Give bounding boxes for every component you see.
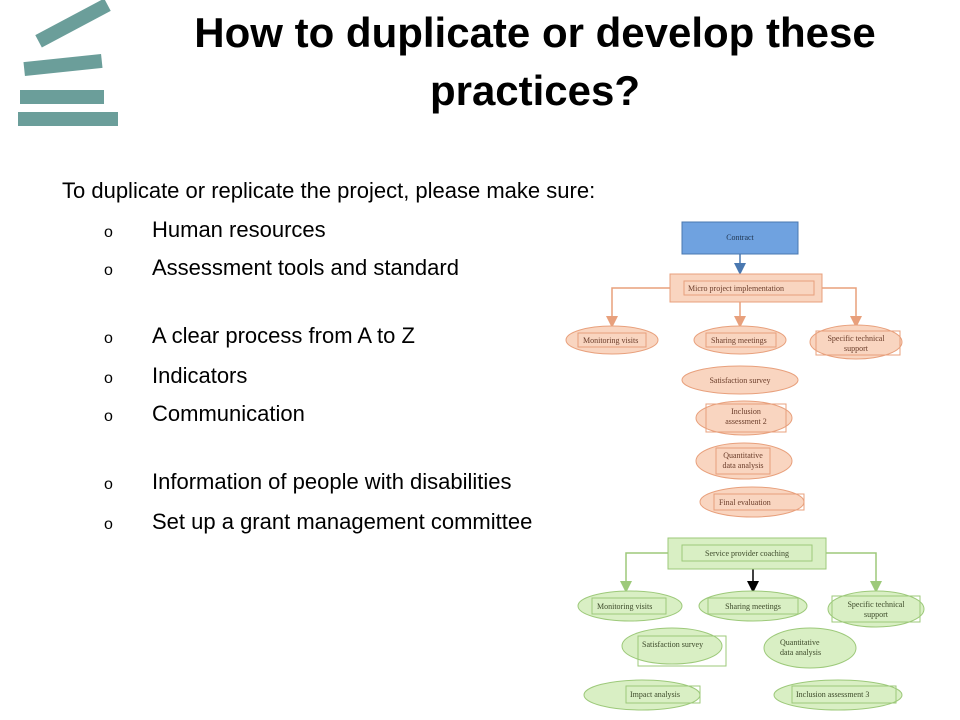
intro-text: To duplicate or replicate the project, p… xyxy=(62,178,596,203)
bullet-item: o Human resources xyxy=(104,216,624,247)
bullet-marker: o xyxy=(104,224,113,241)
bullet-item: o A clear process from A to Z xyxy=(104,322,624,353)
bullet-item: o Indicators xyxy=(104,362,624,393)
bullet-marker: o xyxy=(104,262,113,279)
node-label: Specific technical xyxy=(847,600,905,609)
node-label: Monitoring visits xyxy=(597,602,652,611)
bullet-marker: o xyxy=(104,330,113,347)
node-quantitative-analysis-top: Quantitative data analysis xyxy=(695,442,793,480)
node-label: Sharing meetings xyxy=(725,602,781,611)
bullet-item: o Communication xyxy=(104,400,624,431)
node-monitoring-visits-bottom: Monitoring visits xyxy=(577,590,683,622)
bullet-marker: o xyxy=(104,370,113,387)
node-contract: Contract xyxy=(681,221,799,255)
node-label: Inclusion assessment 3 xyxy=(796,690,869,699)
node-label: Quantitative xyxy=(723,451,763,460)
title-line-1: How to duplicate or develop these xyxy=(194,9,876,56)
bullet-text: A clear process from A to Z xyxy=(152,323,415,348)
node-label: Satisfaction survey xyxy=(642,640,703,649)
node-label: Service provider coaching xyxy=(705,549,789,558)
node-specific-support-bottom: Specific technical support xyxy=(827,590,925,628)
node-label: Inclusion xyxy=(731,407,761,416)
node-label: support xyxy=(844,344,869,353)
node-sharing-meetings-top: Sharing meetings xyxy=(693,325,787,355)
node-monitoring-visits-top: Monitoring visits xyxy=(565,325,659,355)
bullet-text: Communication xyxy=(152,401,305,426)
bullet-item: o Set up a grant management committee xyxy=(104,508,624,539)
node-contract-label: Contract xyxy=(726,233,754,242)
node-label: assessment 2 xyxy=(725,417,767,426)
node-label: Sharing meetings xyxy=(711,336,767,345)
bullet-text: Indicators xyxy=(152,363,248,388)
logo-icon xyxy=(18,0,118,126)
bullet-text: Information of people with disabilities xyxy=(152,469,512,494)
node-label: Satisfaction survey xyxy=(709,376,770,385)
bullet-text: Human resources xyxy=(152,217,326,242)
node-micro-project: Micro project implementation xyxy=(669,273,823,303)
node-label: support xyxy=(864,610,889,619)
node-label: Monitoring visits xyxy=(583,336,638,345)
node-label: Impact analysis xyxy=(630,690,680,699)
node-label: Specific technical xyxy=(827,334,885,343)
node-impact-analysis: Impact analysis xyxy=(583,679,701,711)
node-inclusion-assessment-3: Inclusion assessment 3 xyxy=(773,679,903,711)
node-label: data analysis xyxy=(780,648,821,657)
bullet-marker: o xyxy=(104,408,113,425)
title-line-2: practices? xyxy=(429,67,641,114)
node-label: Final evaluation xyxy=(719,498,771,507)
bullet-text: Set up a grant management committee xyxy=(152,509,533,534)
bullet-item: o Information of people with disabilities xyxy=(104,468,624,499)
slide-title: How to duplicate or develop these practi… xyxy=(120,4,950,120)
bullet-text: Assessment tools and standard xyxy=(152,255,459,280)
node-micro-project-label: Micro project implementation xyxy=(688,284,784,293)
bullet-item: o Assessment tools and standard xyxy=(104,254,624,285)
node-specific-support-top: Specific technical support xyxy=(809,324,903,360)
node-final-evaluation: Final evaluation xyxy=(699,486,805,518)
node-sharing-meetings-bottom: Sharing meetings xyxy=(698,590,808,622)
node-label: Quantitative xyxy=(780,638,820,647)
node-quantitative-analysis-bottom: Quantitative data analysis xyxy=(763,627,857,669)
node-inclusion-assessment-2: Inclusion assessment 2 xyxy=(695,400,793,436)
bullet-marker: o xyxy=(104,476,113,493)
node-label: data analysis xyxy=(722,461,763,470)
bullet-marker: o xyxy=(104,516,113,533)
node-satisfaction-survey-bottom: Satisfaction survey xyxy=(621,627,727,667)
node-service-provider-coaching: Service provider coaching xyxy=(667,537,827,570)
node-satisfaction-survey-top: Satisfaction survey xyxy=(681,365,799,395)
